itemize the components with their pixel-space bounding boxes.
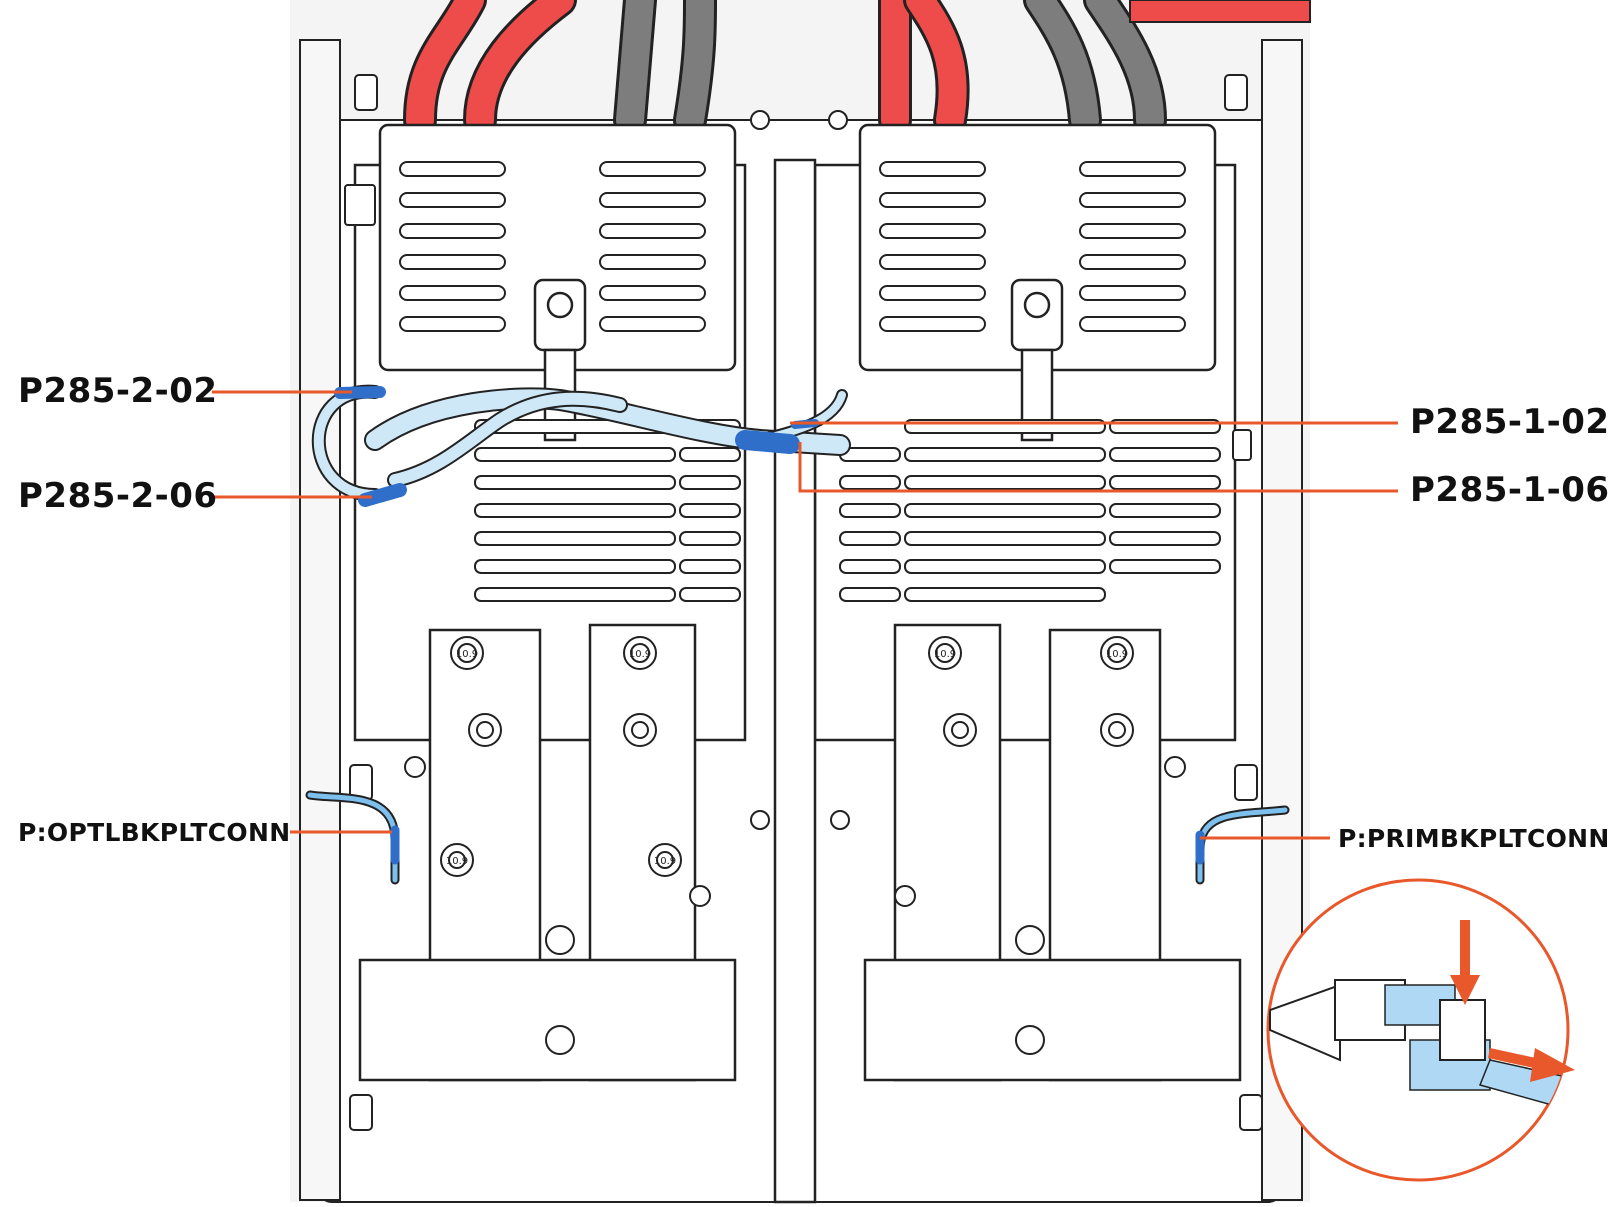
label-p285-2-06: P285-2-06 <box>18 476 218 516</box>
torque-mark: 10.9 <box>654 856 676 867</box>
vent-slots-left-mid <box>474 419 741 602</box>
torque-marks: 10.9 10.9 10.9 10.9 10.9 10.9 <box>446 649 1128 867</box>
detail-inset <box>1266 878 1570 1182</box>
torque-mark: 10.9 <box>629 649 651 660</box>
right-arrow-icon <box>1488 1048 1575 1082</box>
side-clips <box>344 74 1263 1131</box>
torque-mark: 10.9 <box>934 649 956 660</box>
torque-mark: 10.9 <box>1106 649 1128 660</box>
label-optl-bkplt-conn: P:OPTLBKPLTCONN <box>18 818 291 847</box>
center-rail <box>773 158 817 1204</box>
vent-slots-right-top <box>879 161 1186 332</box>
module-right <box>813 123 1237 742</box>
module-left <box>353 123 747 742</box>
label-p285-2-02: P285-2-02 <box>18 371 218 411</box>
vent-slots-left-top <box>399 161 706 332</box>
bolts <box>404 110 1186 1055</box>
label-prim-bkplt-conn: P:PRIMBKPLTCONN <box>1338 824 1610 853</box>
power-cables <box>403 0 1311 137</box>
torque-mark: 10.9 <box>446 856 468 867</box>
down-arrow-icon <box>1450 920 1480 1005</box>
label-p285-1-06: P285-1-06 <box>1410 470 1610 510</box>
callout-lines <box>212 390 1398 840</box>
bus-bars <box>358 623 1242 1082</box>
torque-mark: 10.9 <box>456 649 478 660</box>
label-p285-1-02: P285-1-02 <box>1410 402 1610 442</box>
